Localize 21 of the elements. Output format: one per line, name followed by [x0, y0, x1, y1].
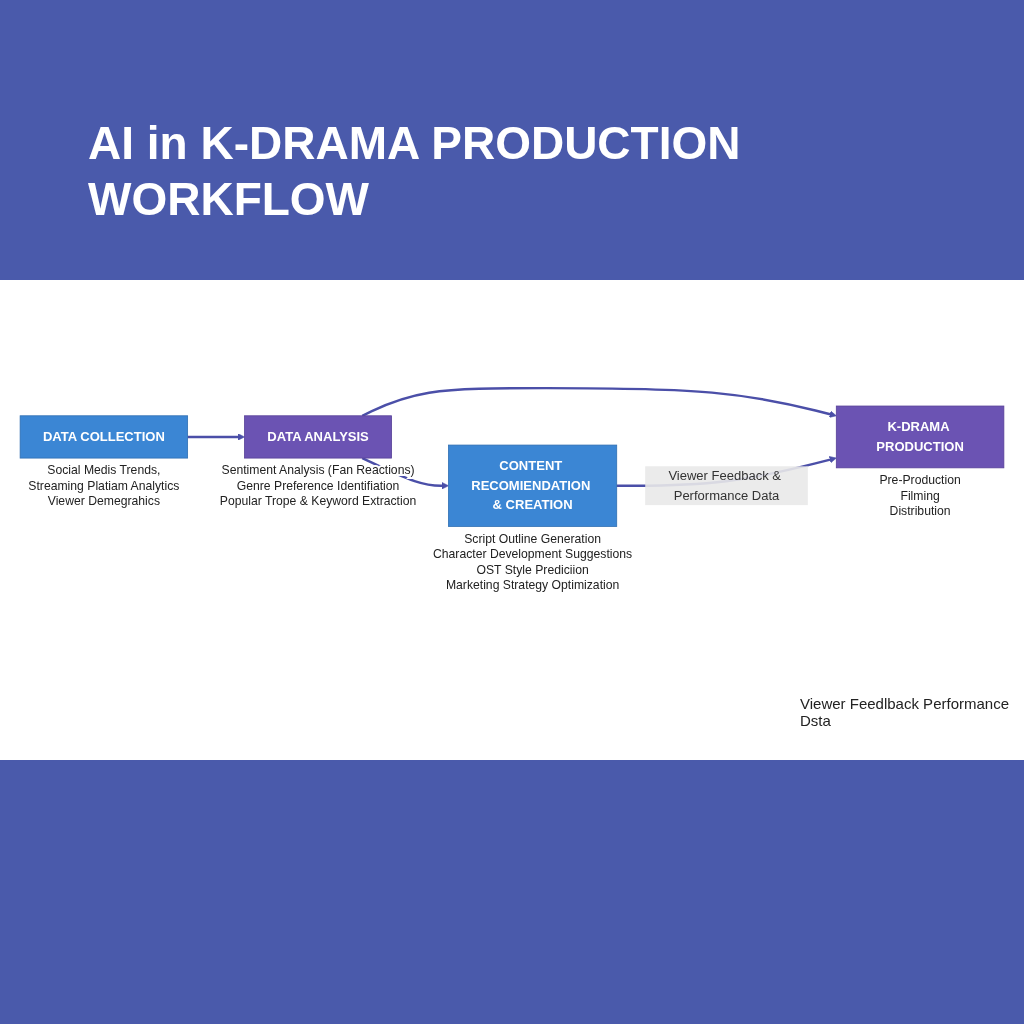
node-box: DATA COLLECTION — [19, 415, 188, 459]
caption-text: Distribution — [889, 503, 951, 518]
arrow — [361, 386, 837, 418]
caption-text: Popular Trope & Keyword Extraction — [219, 494, 417, 509]
arrow — [187, 433, 245, 441]
caption-text: Character Development Suggestions — [433, 547, 633, 562]
caption-text: Script Outline Generation — [464, 531, 601, 546]
caption-text: Genre Preference Identifiation — [236, 478, 400, 493]
node-box: K-DRAMA PRODUCTION — [835, 405, 1005, 469]
note-text: Viewer Feedlback Performance Dsta — [800, 695, 1010, 729]
node-box: DATA ANALYSIS — [244, 415, 392, 459]
caption-text: Viewer Demegrahics — [47, 494, 160, 509]
edge-label: Viewer Feedback & Performance Data — [668, 468, 781, 502]
caption-text: OST Style Prediciion — [476, 562, 589, 577]
caption-text: Filming — [900, 488, 940, 503]
caption-text: Pre-Production — [879, 473, 961, 488]
caption-text: Streaming Platiam Analytics — [28, 478, 180, 493]
title: AI in K-DRAMA PRODUCTION WORKFLOW — [88, 116, 742, 227]
caption-text: Marketing Strategy Optimization — [445, 577, 620, 592]
caption-text: Social Medis Trends, — [47, 463, 161, 478]
node-box: CONTENT RECOMIENDATION & CREATION — [448, 444, 618, 527]
